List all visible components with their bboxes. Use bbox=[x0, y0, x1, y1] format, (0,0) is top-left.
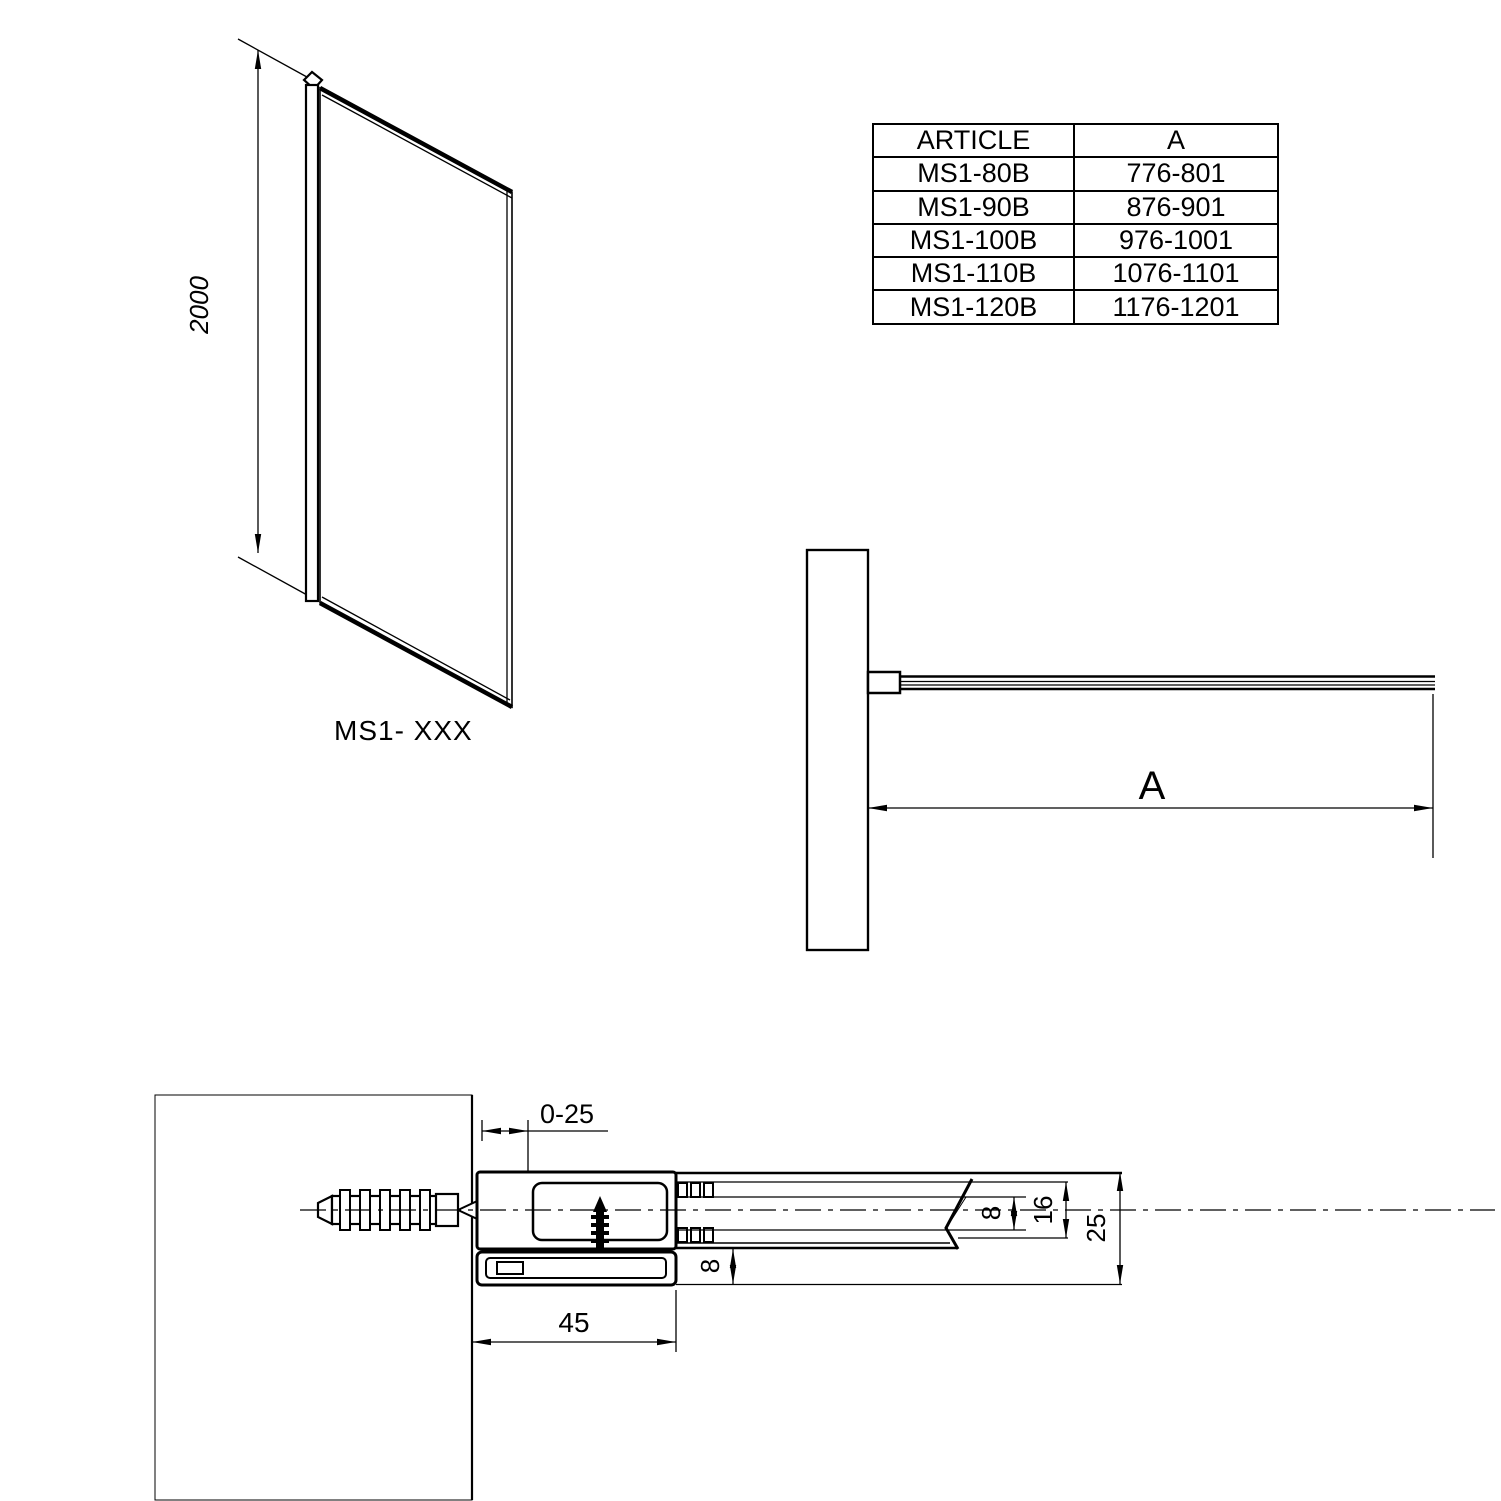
glass-bottom-edge-inner bbox=[321, 596, 511, 701]
cover-notch bbox=[496, 1261, 524, 1275]
gasket-tooth bbox=[690, 1227, 701, 1243]
cover-strip bbox=[475, 1250, 678, 1287]
total-dimension-label: 25 bbox=[1081, 1214, 1111, 1243]
channel-dimension-label: 16 bbox=[1028, 1196, 1058, 1225]
glass-break-line bbox=[944, 1178, 974, 1250]
gasket-tooth bbox=[703, 1227, 714, 1243]
top-view-profile-block bbox=[866, 670, 902, 695]
a-value-cell: 976-1001 bbox=[1073, 222, 1279, 259]
gasket-tooth bbox=[690, 1182, 701, 1198]
table-row: MS1-120B 1176-1201 bbox=[872, 289, 1279, 325]
glass-section bbox=[675, 1196, 967, 1231]
article-cell: MS1-110B bbox=[872, 256, 1075, 292]
top-view-wall-border bbox=[805, 548, 870, 952]
extension-line-top bbox=[237, 38, 317, 83]
table-row: MS1-100B 976-1001 bbox=[872, 222, 1279, 259]
section-wall-hatch bbox=[154, 1094, 473, 1501]
top-view-wall bbox=[805, 548, 870, 952]
a-value-cell: 776-801 bbox=[1073, 156, 1279, 192]
article-cell: MS1-100B bbox=[872, 222, 1075, 259]
table-row: MS1-110B 1076-1101 bbox=[872, 256, 1279, 292]
top-view: A bbox=[805, 548, 1435, 952]
glass-bottom-edge bbox=[318, 601, 514, 709]
glass-channel bbox=[676, 1171, 1122, 1250]
front-view: 2000 MS1- XXX bbox=[184, 38, 514, 746]
a-value-cell: 1076-1101 bbox=[1073, 256, 1279, 292]
table-header-row: ARTICLE A bbox=[872, 122, 1279, 159]
glass-dimension-label: 8 bbox=[976, 1206, 1006, 1220]
table-header-article: ARTICLE bbox=[872, 122, 1075, 159]
height-dimension-label: 2000 bbox=[184, 276, 214, 335]
article-table: ARTICLE A MS1-80B 776-801 MS1-90B 876-90… bbox=[872, 122, 1279, 325]
gasket-tooth bbox=[703, 1182, 714, 1198]
wall-profile-bar bbox=[304, 83, 320, 603]
glass-top-edge bbox=[318, 86, 514, 194]
gap-dimension-label: 8 bbox=[695, 1259, 725, 1273]
section-view: 0-25 45 8 8 16 25 bbox=[154, 1094, 1495, 1501]
glass-panel bbox=[319, 86, 513, 709]
width-dimension-label: 45 bbox=[558, 1307, 589, 1338]
table-row: MS1-80B 776-801 bbox=[872, 156, 1279, 192]
front-view-label: MS1- XXX bbox=[334, 715, 473, 746]
article-cell: MS1-80B bbox=[872, 156, 1075, 192]
extension-line-bottom bbox=[237, 556, 319, 602]
cover-inner bbox=[485, 1257, 667, 1279]
article-cell: MS1-90B bbox=[872, 189, 1075, 225]
a-value-cell: 1176-1201 bbox=[1073, 289, 1279, 325]
table-row: MS1-90B 876-901 bbox=[872, 189, 1279, 225]
table-header-a: A bbox=[1073, 122, 1279, 159]
offset-dimension-label: 0-25 bbox=[540, 1099, 594, 1129]
article-cell: MS1-120B bbox=[872, 289, 1075, 325]
glass-top-edge-inner bbox=[321, 94, 513, 199]
a-dimension-label: A bbox=[1139, 764, 1166, 808]
gasket-tooth bbox=[677, 1227, 688, 1243]
gasket-tooth bbox=[677, 1182, 688, 1198]
a-value-cell: 876-901 bbox=[1073, 189, 1279, 225]
